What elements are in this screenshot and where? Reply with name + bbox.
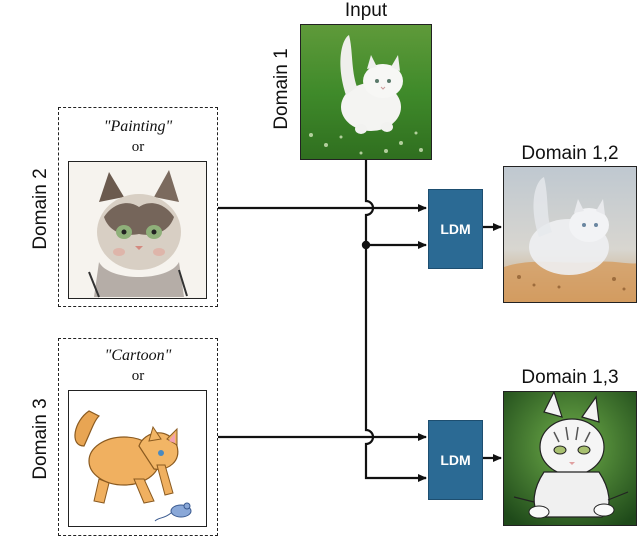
domain2-painting-image [68,161,207,299]
input-title: Input [344,0,388,21]
output-bottom-title: Domain 1,3 [521,367,619,388]
ldm-top-block: LDM [428,189,483,269]
domain2-condition-box [58,107,218,307]
ldm-bottom-block: LDM [428,420,483,500]
input-trunk-line [364,160,426,480]
domain3-cartoon-image [68,390,207,527]
domain2-prompt: "Painting" [103,118,173,135]
output-top-title: Domain 1,2 [521,143,619,164]
domain3-condition-box [58,338,218,536]
output-bottom-image [503,391,637,526]
domain2-label: Domain 2 [30,168,51,250]
input-cat-photo [300,24,432,160]
domain3-or: or [131,368,145,384]
input-domain-label: Domain 1 [271,48,292,130]
domain2-or: or [131,139,145,155]
domain3-prompt: "Cartoon" [104,347,172,364]
domain3-label: Domain 3 [30,398,51,480]
output-top-image [503,166,637,303]
